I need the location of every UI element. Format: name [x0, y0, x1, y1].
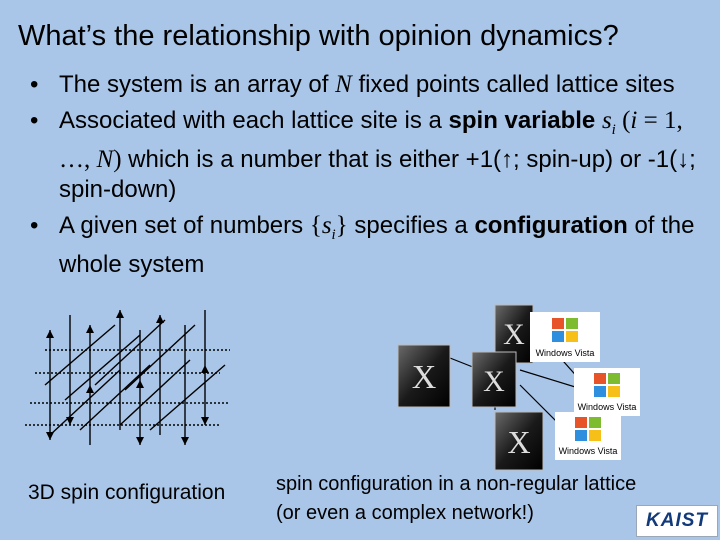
bullet-item: • A given set of numbers {si} specifies … [30, 211, 710, 280]
bold-term: spin variable [448, 107, 596, 134]
bullet-dot: • [30, 71, 39, 98]
bullet-text: The system is an array of [59, 71, 336, 98]
network-illustration: X X X X Windows Vista Windows Vista Wind… [397, 304, 640, 471]
caption-network: spin configuration in a non-regular latt… [276, 470, 636, 528]
bullet-text: specifies a [347, 211, 475, 239]
vista-label: Windows Vista [559, 446, 618, 456]
math-s: s [601, 107, 612, 134]
bullet-dot: • [30, 211, 39, 239]
bullet-text: Associated with each lattice site is a [59, 107, 449, 134]
math-brace: } [335, 211, 348, 239]
vista-label: Windows Vista [536, 348, 595, 358]
mac-os-x-icon: X [471, 351, 517, 408]
bullet-text: of the whole system [59, 211, 695, 278]
bold-term: configuration [474, 211, 628, 239]
bullet-text: which is a number that is either +1(↑; s… [59, 145, 696, 203]
math-sub-i: i [611, 121, 616, 138]
caption-network-line-1: spin configuration in a non-regular latt… [276, 473, 637, 495]
caption-3d-lattice: 3D spin configuration [28, 481, 226, 504]
svg-text:X: X [507, 424, 530, 460]
kaist-logo-text: KAIST [646, 510, 708, 531]
svg-text:X: X [503, 318, 525, 351]
bullet-item: • Associated with each lattice site is a… [30, 106, 710, 205]
bullet-item: • The system is an array of N fixed poin… [30, 70, 710, 100]
svg-text:X: X [412, 359, 437, 396]
math-brace: { [309, 211, 322, 239]
windows-vista-logo-icon: Windows Vista [574, 368, 640, 416]
bullet-dot: • [30, 107, 39, 134]
bullet-text: fixed points called lattice sites [351, 71, 675, 98]
caption-network-line-2: (or even a complex network!) [276, 502, 534, 524]
bullet-list: • The system is an array of N fixed poin… [30, 70, 710, 286]
math-range: = 1, …, [59, 107, 683, 173]
windows-vista-logo-icon: Windows Vista [530, 312, 600, 362]
vista-label: Windows Vista [578, 402, 637, 412]
math-sub-i: i [331, 226, 336, 243]
3d-spin-lattice-illustration [25, 310, 230, 445]
mac-os-x-icon: X [397, 344, 451, 408]
kaist-logo: KAIST [636, 505, 718, 537]
math-paren: ) [113, 145, 122, 173]
math-i: i [630, 107, 638, 134]
math-paren: ( [615, 107, 631, 134]
math-n: N [96, 145, 114, 173]
slide-title: What’s the relationship with opinion dyn… [18, 20, 619, 52]
math-n: N [335, 71, 352, 98]
bullet-text: A given set of numbers [59, 211, 310, 239]
svg-text:X: X [483, 365, 505, 398]
mac-os-x-icon: X [494, 411, 544, 471]
math-s: s [321, 211, 332, 239]
windows-vista-logo-icon: Windows Vista [555, 412, 621, 460]
